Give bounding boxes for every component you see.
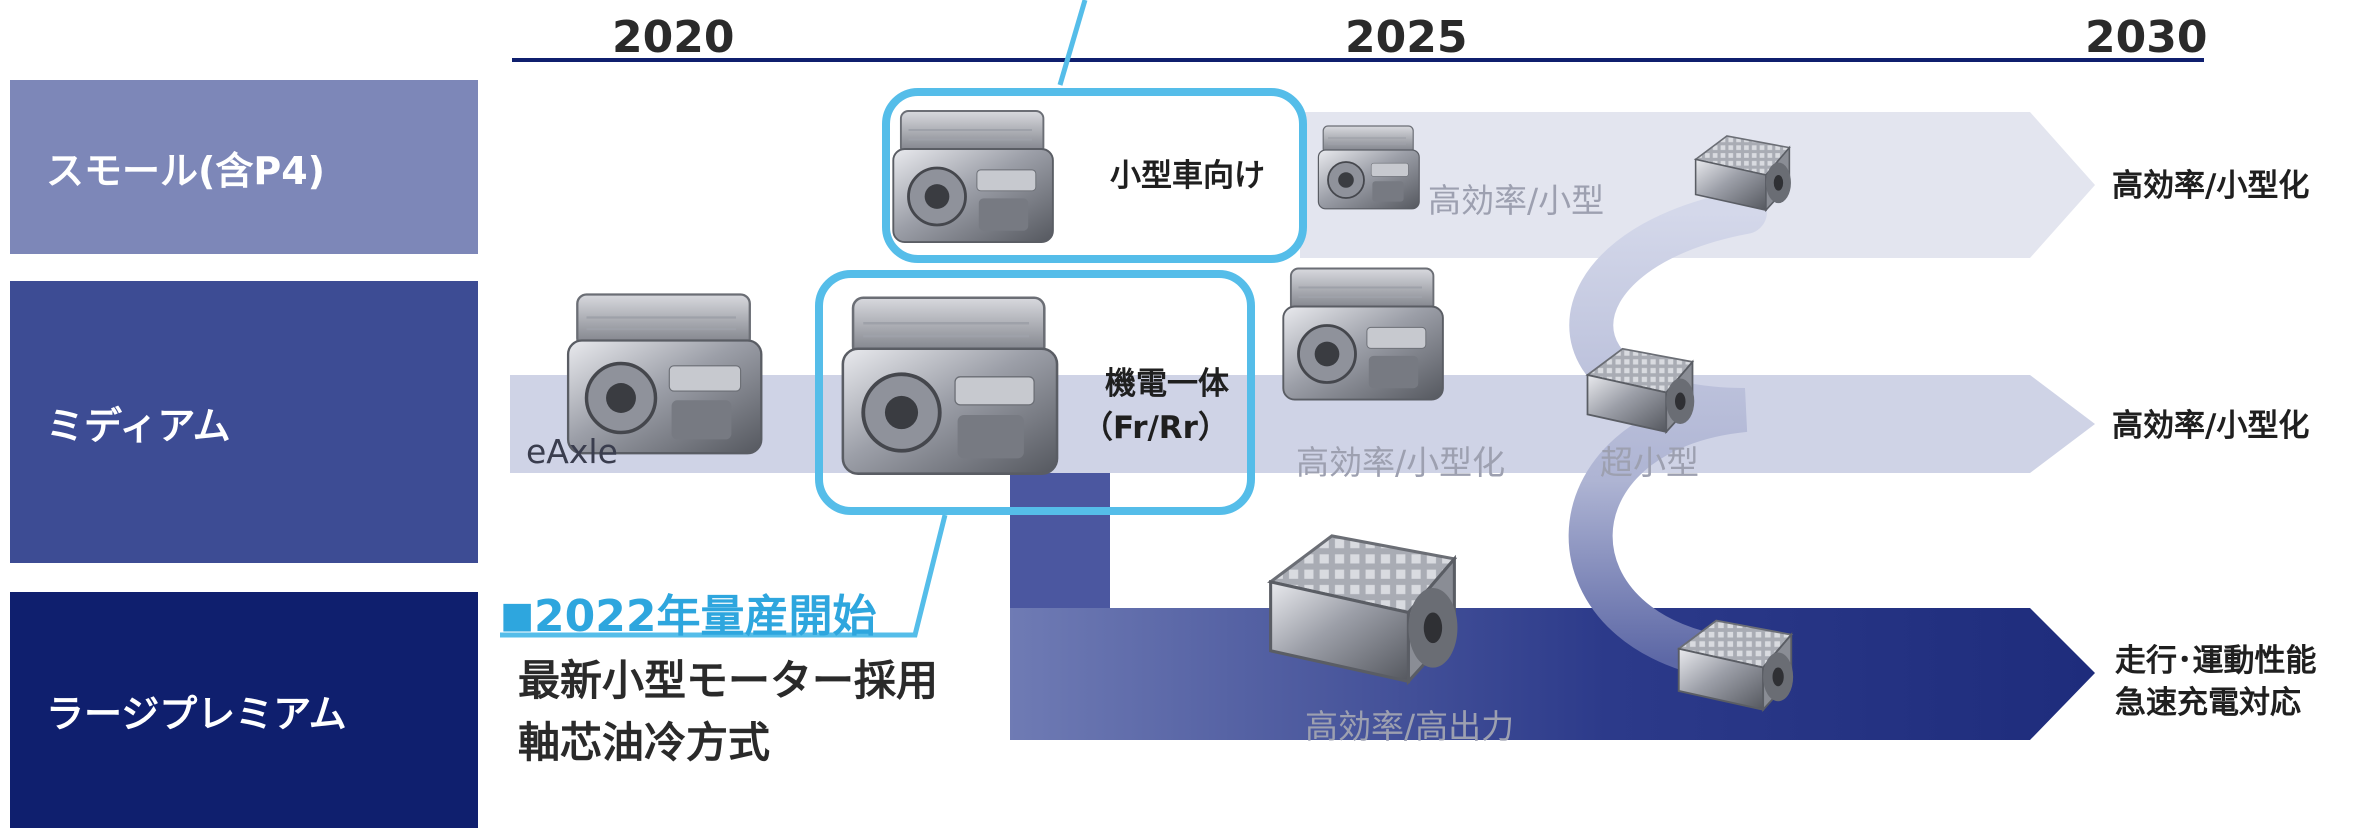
highlight-leader [500, 514, 948, 638]
timeline-year-2025: 2025 [1345, 12, 1468, 63]
small-next-label: 高効率/小型 [1428, 181, 1605, 220]
square-marker-icon: ■ [500, 595, 535, 636]
large-next-label: 高効率/高出力 [1305, 707, 1515, 746]
medium-next-motor-image [1270, 240, 1460, 430]
row-label-medium: ミディアム [10, 281, 478, 563]
integrated-callout-frame [815, 270, 1255, 515]
row-label-large: ラージプレミアム [10, 592, 478, 828]
motor-unit-icon [1680, 120, 1805, 230]
timeline-year-2030: 2030 [2085, 12, 2208, 63]
small-target-label: 小型車向け [1110, 158, 1265, 194]
ultra-small-motor-image-top [1680, 120, 1805, 230]
row-label-small: スモール(含P4) [10, 80, 478, 254]
timeline-year-2020: 2020 [612, 12, 735, 63]
production-start-title: ■2022年量産開始 [500, 591, 877, 642]
large-band-arrow [1010, 608, 2095, 740]
ultra-small-label: 超小型 [1600, 443, 1699, 482]
outcome-small: 高効率/小型化 [2112, 168, 2310, 204]
outcome-medium: 高効率/小型化 [2112, 408, 2310, 444]
motor-unit-icon [1270, 240, 1460, 430]
large-next-motor-image [1240, 515, 1485, 710]
motor-unit-icon [1570, 335, 1710, 450]
production-features: 最新小型モーター採用 軸芯油冷方式 [518, 650, 938, 774]
timeline-axis [512, 58, 2204, 62]
feature-line-2: 軸芯油冷方式 [518, 718, 771, 767]
eaxle-label: eAxle [526, 432, 618, 471]
evolution-curve [1568, 190, 1767, 682]
small-callout-frame [882, 88, 1307, 263]
motor-unit-icon [1240, 515, 1485, 710]
medium-next-label: 高効率/小型化 [1296, 443, 1506, 482]
ultra-small-motor-image-mid [1570, 335, 1710, 450]
motor-unit-icon [1310, 108, 1430, 228]
small-callout-leader [1057, 0, 1088, 86]
ultra-small-motor-image-bottom [1660, 605, 1810, 730]
integrated-label: 機電一体 （Fr/Rr） [1082, 366, 1229, 446]
motor-unit-icon [1660, 605, 1810, 730]
outcome-large: 走行･運動性能 急速充電対応 [2115, 643, 2317, 721]
feature-line-1: 最新小型モーター採用 [518, 656, 939, 705]
small-next-motor-image [1310, 108, 1430, 228]
